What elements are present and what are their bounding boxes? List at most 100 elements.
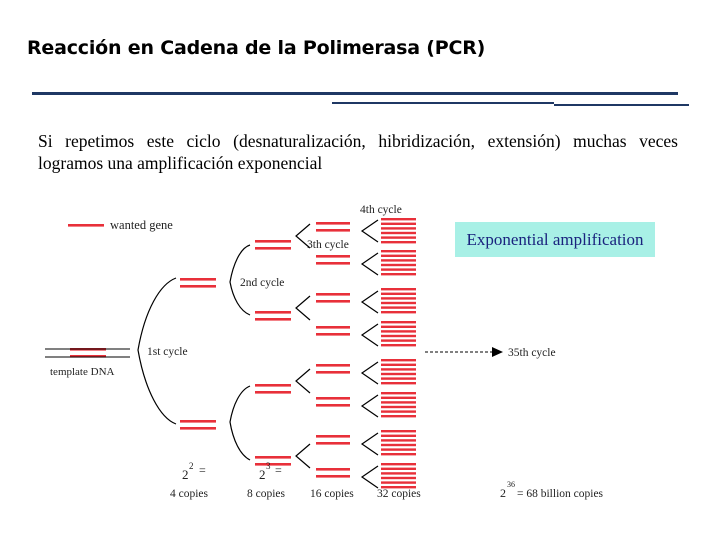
- cycle-4-bar-29: [381, 377, 416, 380]
- cycle-4-bar-40: [381, 443, 416, 447]
- cycle-4-bar-22: [381, 334, 416, 338]
- copies-4-label: 4 copies: [170, 488, 209, 500]
- cycle-3-bar-16: [316, 475, 350, 478]
- cycle-4-bar-31: [381, 392, 416, 395]
- cycle-3-chevron-1: [295, 223, 311, 249]
- cycle-4-chevron-2: [360, 252, 379, 276]
- cycle-4-bar-46: [381, 476, 416, 480]
- cycle-4-bar-37: [381, 430, 416, 433]
- cycle-1-bar-1: [180, 278, 216, 281]
- copies-32-label: 32 copies: [377, 488, 421, 500]
- cycle-4-chevron-6: [360, 394, 379, 418]
- cycle-2-branch-lower: [229, 385, 251, 461]
- cycle-4-chevron-3: [360, 290, 379, 314]
- cycle-2-bar-8: [255, 463, 291, 466]
- cycle-4-bar-23: [381, 339, 416, 342]
- cycle-2-bar-1: [255, 240, 291, 243]
- cycle-4-bar-34: [381, 405, 416, 409]
- cycle-1-bar-4: [180, 427, 216, 430]
- copies-4-exponent: 2: [189, 461, 194, 471]
- title-rule-top: [32, 92, 678, 95]
- copies-68-base: 2: [500, 486, 506, 500]
- cycle-3-chevron-3: [295, 368, 311, 394]
- cycle-35-arrowhead: [492, 347, 503, 357]
- cycle-3-label: 3th cycle: [307, 239, 349, 251]
- cycle-4-bar-5: [381, 236, 416, 239]
- cycle-4-bar-15: [381, 297, 416, 300]
- cycle-3-bar-2: [316, 229, 350, 232]
- cycle-2-bar-2: [255, 247, 291, 250]
- cycle-4-bar-41: [381, 448, 416, 451]
- copies-4-equals: =: [199, 463, 206, 477]
- cycle-4-bar-14: [381, 292, 416, 295]
- cycle-4-bar-1: [381, 218, 416, 221]
- cycle-4-bar-48: [381, 486, 416, 489]
- template-dna-label: template DNA: [50, 366, 115, 378]
- cycle-4-bar-27: [381, 368, 416, 371]
- cycle-4-bar-32: [381, 396, 416, 399]
- slide-title: Reacción en Cadena de la Polimerasa (PCR…: [27, 37, 486, 59]
- cycle-4-bar-39: [381, 439, 416, 442]
- cycle-4-bar-43: [381, 463, 416, 466]
- exponential-amplification-badge: Exponential amplification: [455, 222, 655, 257]
- cycle-35-label: 35th cycle: [508, 347, 556, 359]
- cycle-4-bar-13: [381, 288, 416, 291]
- cycle-4-chevron-8: [360, 465, 379, 489]
- cycle-4-bar-11: [381, 268, 416, 271]
- cycle-3-bar-8: [316, 333, 350, 336]
- cycle-2-bar-5: [255, 384, 291, 387]
- cycle-4-bar-19: [381, 321, 416, 324]
- cycle-4-bar-28: [381, 372, 416, 376]
- cycle-4-bar-47: [381, 481, 416, 484]
- dna-bars: [68, 218, 416, 489]
- cycle-4-bar-36: [381, 415, 416, 418]
- cycle-4-bar-6: [381, 241, 416, 244]
- cycle-4-bar-12: [381, 273, 416, 276]
- cycle-4-bar-38: [381, 434, 416, 437]
- cycle-4-bar-17: [381, 306, 416, 309]
- copies-8-exponent: 3: [266, 461, 271, 471]
- cycle-3-bar-1: [316, 222, 350, 225]
- cycle-3-bar-12: [316, 404, 350, 407]
- cycle-4-bar-25: [381, 359, 416, 362]
- cycle-3-bar-5: [316, 293, 350, 296]
- cycle-4-bar-26: [381, 363, 416, 366]
- cycle-2-bar-4: [255, 318, 291, 321]
- cycle-2-branch-upper: [229, 244, 251, 316]
- copies-68-exponent: 36: [507, 480, 515, 489]
- cycle-4-chevron-1: [360, 219, 379, 243]
- cycle-4-bar-7: [381, 250, 416, 253]
- cycle-4-bar-8: [381, 254, 416, 257]
- cycle-4-bar-24: [381, 344, 416, 347]
- cycle-4-bar-30: [381, 382, 416, 385]
- cycle-3-chevron-2: [295, 295, 311, 321]
- cycle-3-bar-15: [316, 468, 350, 471]
- cycle-4-bar-16: [381, 301, 416, 305]
- wanted-gene-bar: [68, 224, 104, 227]
- cycle-4-chevron-4: [360, 323, 379, 347]
- cycle-1-bar-3: [180, 420, 216, 423]
- cycle-3-bar-6: [316, 300, 350, 303]
- cycle-4-label: 4th cycle: [360, 204, 402, 216]
- template-dna-bar-bottom: [70, 355, 106, 358]
- cycle-3-chevron-4: [295, 443, 311, 469]
- cycle-4-bar-10: [381, 263, 416, 267]
- copies-68-label: = 68 billion copies: [517, 488, 604, 500]
- cycle-2-bar-3: [255, 311, 291, 314]
- cycle-1-label: 1st cycle: [147, 346, 188, 358]
- cycle-4-bar-4: [381, 231, 416, 235]
- cycle-4-chevron-5: [360, 361, 379, 385]
- copies-4-base: 2: [182, 467, 189, 482]
- cycle-4-bar-18: [381, 311, 416, 314]
- cycle-3-bar-4: [316, 262, 350, 265]
- cycle-2-bar-7: [255, 456, 291, 459]
- cycle-1-bar-2: [180, 285, 216, 288]
- cycle-4-bar-45: [381, 472, 416, 475]
- copies-8-equals: =: [275, 463, 282, 477]
- cycle-3-bar-9: [316, 364, 350, 367]
- copies-8-label: 8 copies: [247, 488, 286, 500]
- cycle-4-bar-42: [381, 453, 416, 456]
- branch-lines: [45, 219, 503, 489]
- cycle-4-bar-44: [381, 467, 416, 470]
